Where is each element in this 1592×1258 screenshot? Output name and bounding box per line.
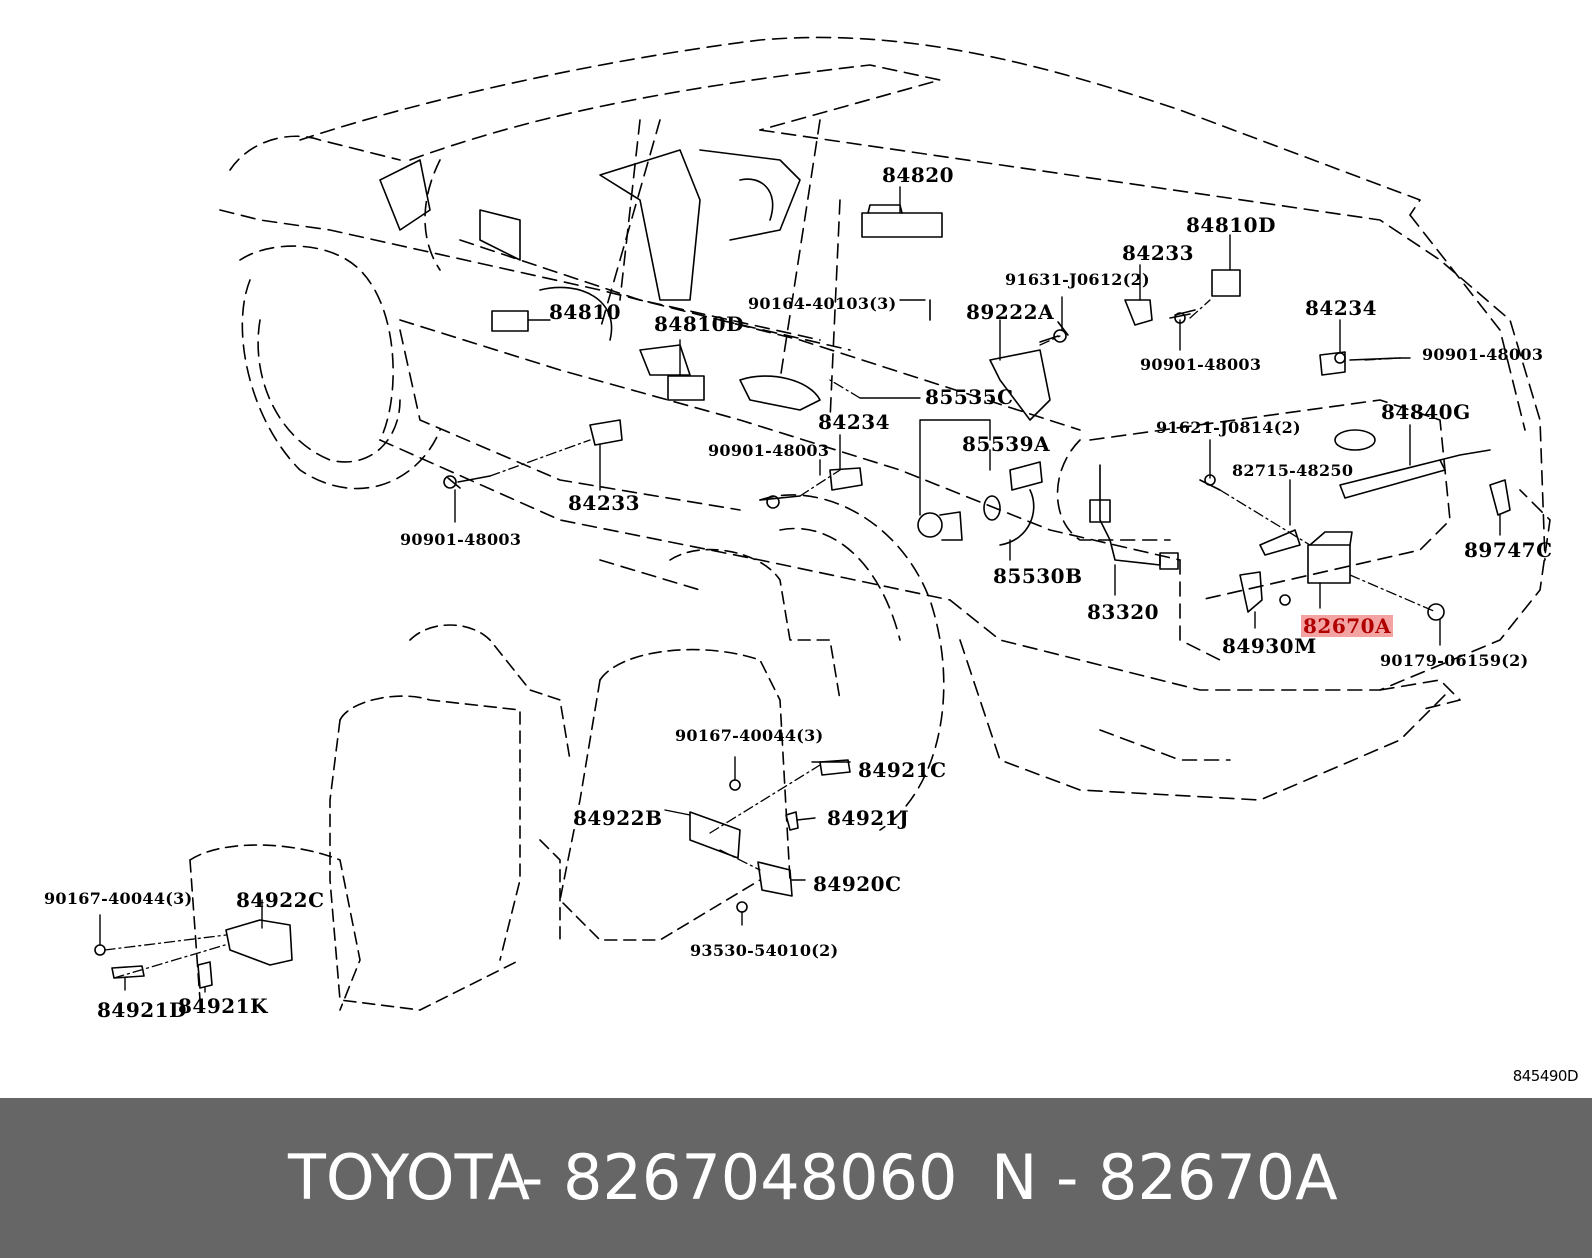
label-84921d: 84921D — [97, 998, 187, 1022]
parts-diagram: 84820 84810D 84233 91631-J0612(2) 84810 … — [44, 36, 1579, 1085]
interior-details — [379, 149, 821, 411]
seat-outline — [189, 548, 841, 1011]
label-84810d-mid: 84810D — [654, 312, 744, 336]
label-84922b: 84922B — [573, 806, 663, 830]
label-84922c: 84922C — [236, 888, 325, 912]
label-90901-48003-mid: 90901-48003 — [708, 441, 830, 460]
leader-lines — [99, 186, 1501, 993]
label-82715-48250: 82715-48250 — [1232, 461, 1354, 480]
footer-brand: TOYOTA — [288, 1141, 531, 1214]
label-84234-mid: 84234 — [818, 410, 891, 434]
label-84810d-top: 84810D — [1186, 213, 1276, 237]
label-84921k: 84921K — [178, 994, 268, 1018]
label-90901-48003-top: 90901-48003 — [1140, 355, 1262, 374]
label-89747c: 89747C — [1464, 538, 1553, 562]
label-90167-40044-left: 90167-40044(3) — [44, 889, 193, 908]
label-84810: 84810 — [549, 300, 622, 324]
label-84930m: 84930M — [1222, 634, 1317, 658]
diagram-code: 845490D — [1512, 1067, 1579, 1085]
label-84921c: 84921C — [858, 758, 947, 782]
footer-separator: - — [521, 1141, 544, 1214]
footer-bar: TOYOTA - 8267048060 N - 82670A — [0, 1098, 1592, 1258]
label-85539a: 85539A — [962, 432, 1051, 456]
label-90179-06159: 90179-06159(2) — [1380, 651, 1529, 670]
label-84920c: 84920C — [813, 872, 902, 896]
label-85530b: 85530B — [993, 564, 1083, 588]
footer-part-number: 8267048060 — [563, 1141, 958, 1214]
label-90167-40044-mid: 90167-40044(3) — [675, 726, 824, 745]
footer-ref: 82670A — [1098, 1141, 1338, 1214]
label-84820: 84820 — [882, 163, 955, 187]
label-85535c: 85535C — [925, 385, 1014, 409]
label-93530-54010: 93530-54010(2) — [690, 941, 839, 960]
label-84233-mid: 84233 — [568, 491, 641, 515]
label-90164-40103: 90164-40103(3) — [748, 294, 897, 313]
footer-n-label: N — [991, 1141, 1038, 1214]
label-84233-top: 84233 — [1122, 241, 1195, 265]
label-91621-j0814: 91621-J0814(2) — [1156, 418, 1301, 437]
label-84921j: 84921J — [827, 806, 910, 830]
label-83320: 83320 — [1087, 600, 1160, 624]
label-90901-48003-right: 90901-48003 — [1422, 345, 1544, 364]
component-parts — [94, 204, 1511, 989]
connector-lines — [104, 299, 1437, 979]
label-90901-48003-left: 90901-48003 — [400, 530, 522, 549]
label-89222a: 89222A — [966, 300, 1055, 324]
label-91631-j0612: 91631-J0612(2) — [1005, 270, 1150, 289]
label-82670a-highlighted: 82670A — [1301, 614, 1394, 638]
vehicle-line-drawing — [94, 36, 1551, 1011]
label-84840g: 84840G — [1381, 400, 1471, 424]
footer-separator: - — [1056, 1141, 1079, 1214]
label-84234-right: 84234 — [1305, 296, 1378, 320]
